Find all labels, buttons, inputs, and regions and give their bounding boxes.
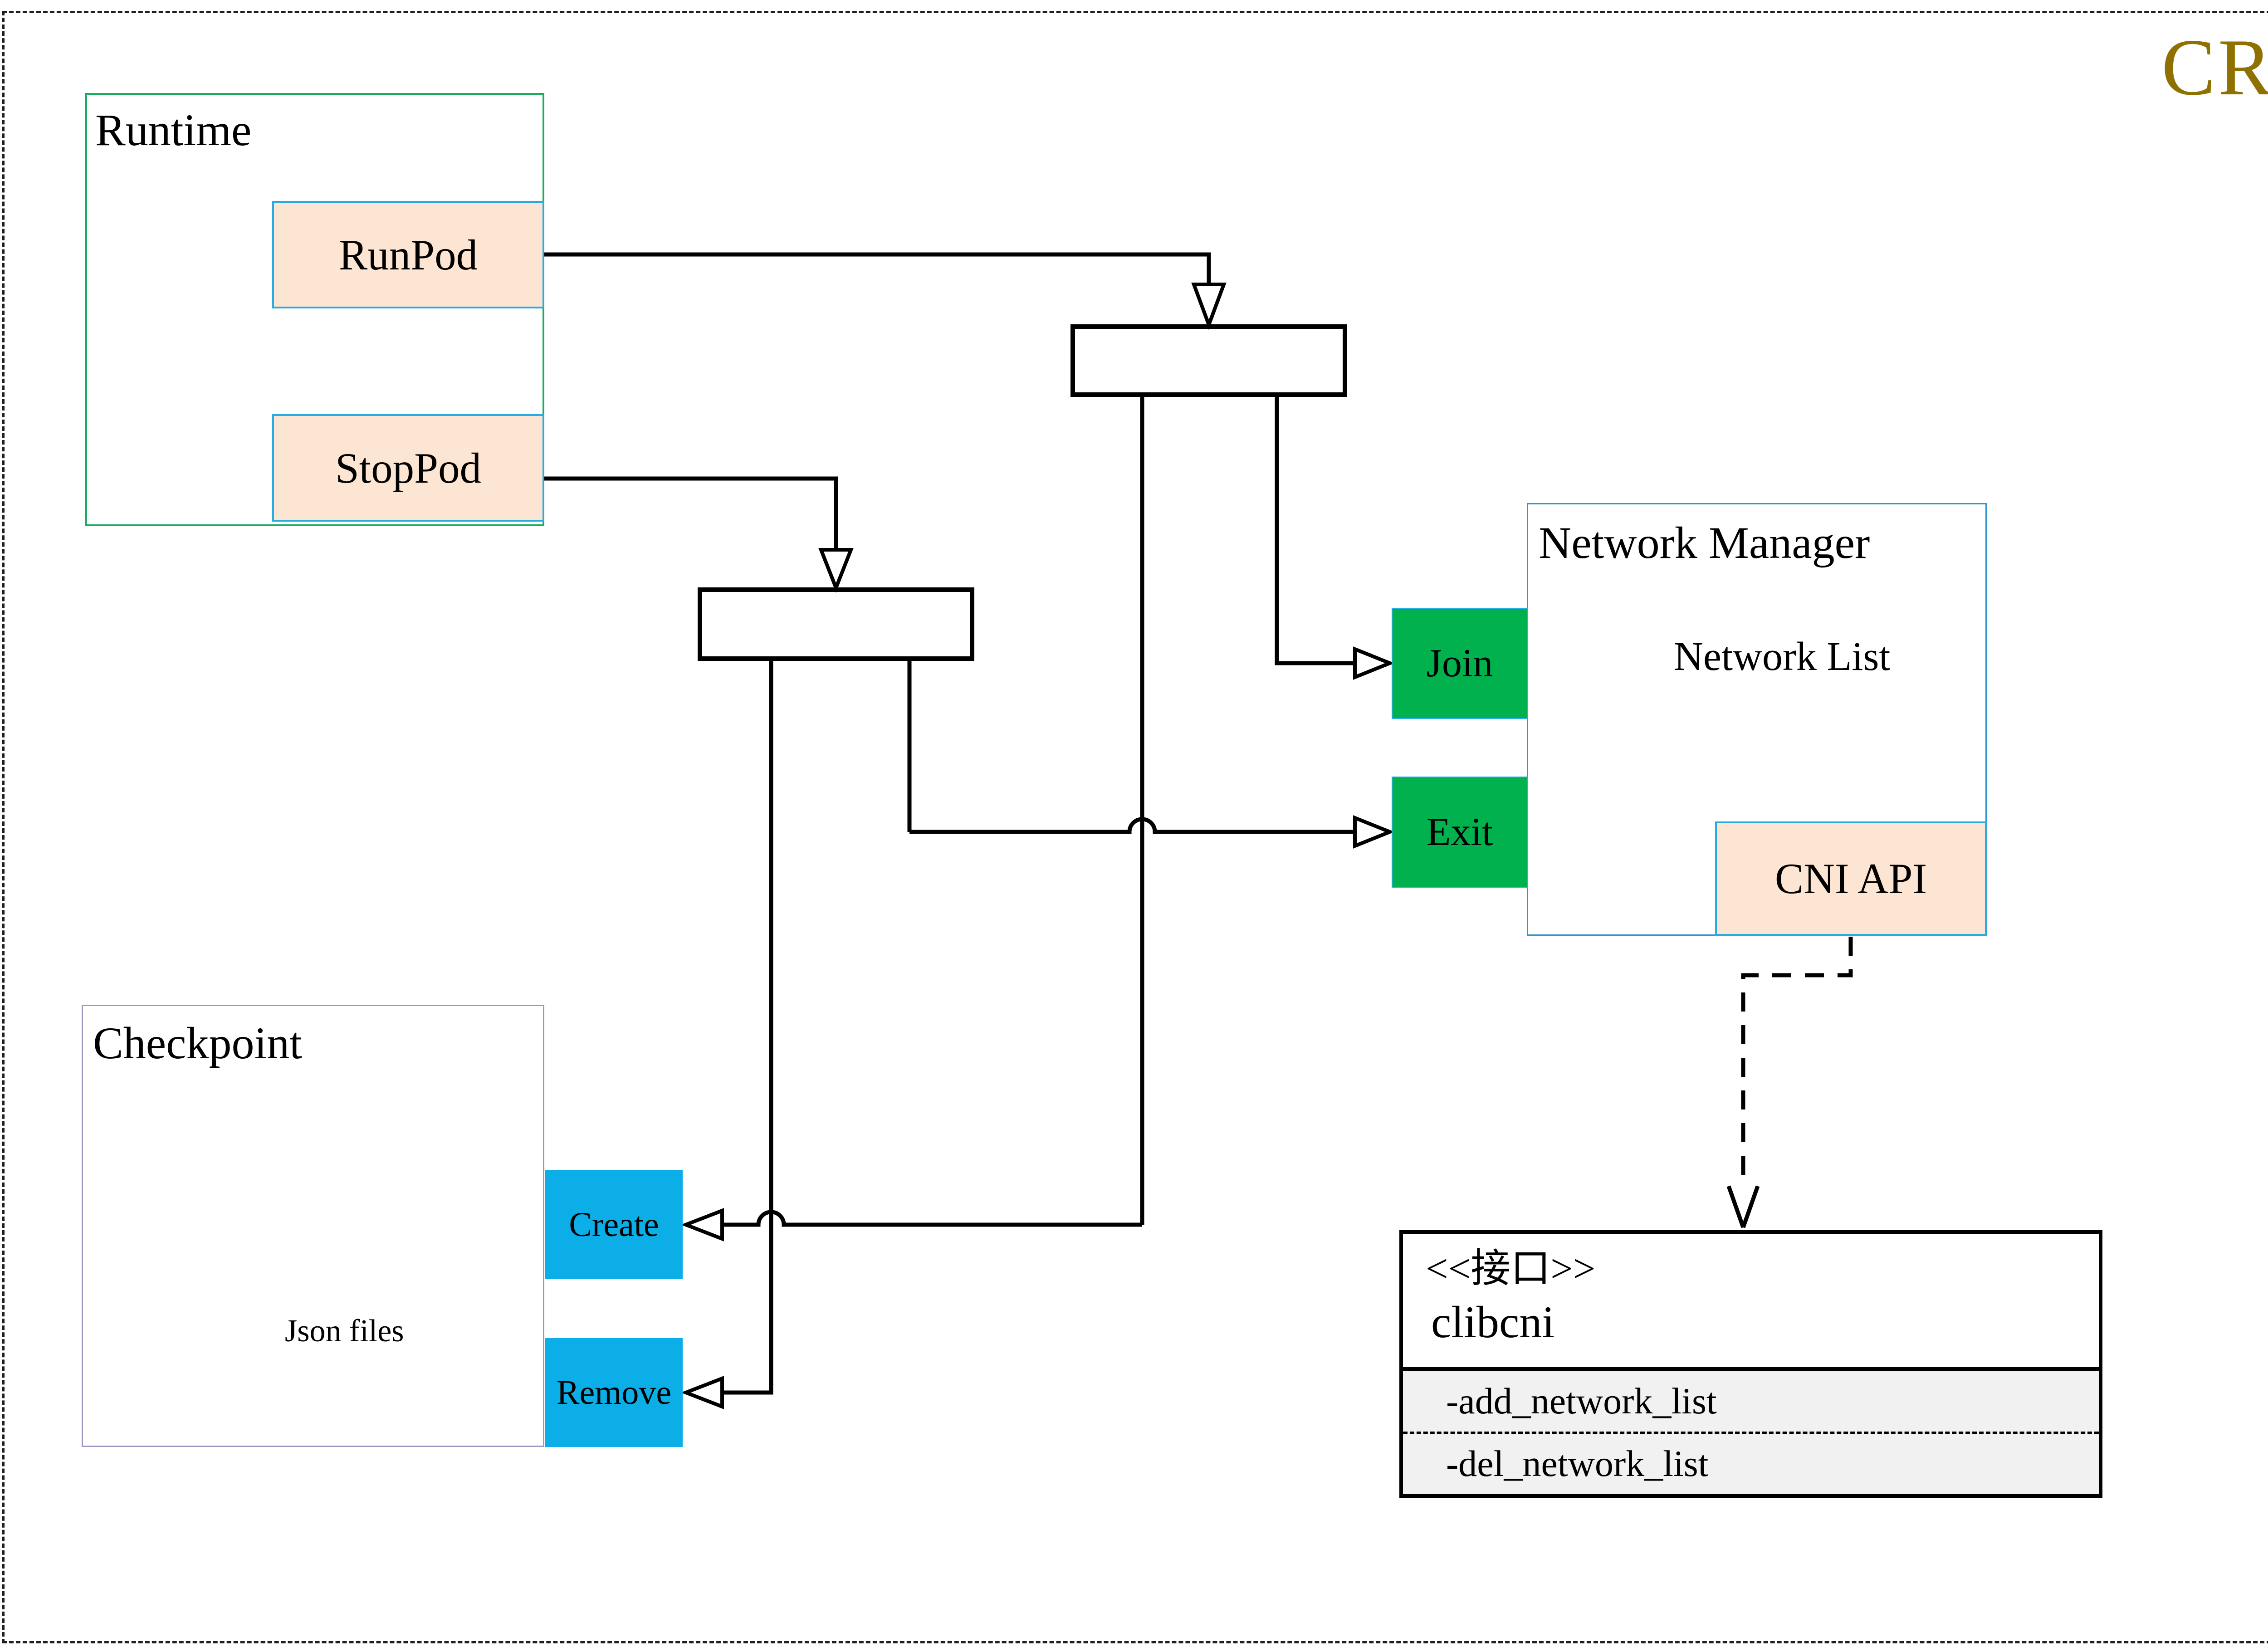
- cni-dependency-dashed-line: [1741, 937, 1853, 1183]
- stoppod-port[interactable]: StopPod: [272, 414, 544, 522]
- network-manager-title: Network Manager: [1539, 518, 1870, 568]
- exit-action[interactable]: Exit: [1392, 777, 1528, 888]
- clibcni-method-add-label: -add_network_list: [1446, 1380, 1717, 1422]
- remove-connector-line: [723, 659, 773, 1395]
- remove-action[interactable]: Remove: [545, 1338, 683, 1447]
- arrowhead-right-into-join: [1353, 646, 1395, 680]
- exit-connector-line: [907, 659, 1354, 834]
- arrowhead-right-into-exit: [1353, 815, 1395, 849]
- arrowhead-open-v-into-clibcni: [1726, 1185, 1760, 1228]
- arrowhead-left-into-remove: [680, 1376, 724, 1409]
- clibcni-method-del: -del_network_list: [1403, 1431, 2099, 1495]
- runtime-title: Runtime: [95, 105, 252, 155]
- checkpoint-container: [82, 1005, 544, 1447]
- json-files-label: Json files: [285, 1314, 404, 1349]
- checkpoint-title: Checkpoint: [93, 1018, 303, 1068]
- join-action[interactable]: Join: [1392, 608, 1528, 719]
- clibcni-method-del-label: -del_network_list: [1446, 1443, 1709, 1485]
- diagram-dashed-border: [2, 11, 2268, 1643]
- clibcni-method-add: -add_network_list: [1403, 1371, 2099, 1432]
- arrowhead-left-into-create: [680, 1208, 724, 1241]
- arrowhead-down-into-rect2: [818, 548, 854, 593]
- join-connector-line: [1275, 395, 1354, 665]
- diagram-title: CRI: [2161, 22, 2268, 112]
- clibcni-interface-box: <<接口>> clibcni -add_network_list -del_ne…: [1399, 1230, 2102, 1498]
- process-rect-runpod: [1070, 324, 1347, 397]
- create-action[interactable]: Create: [545, 1170, 683, 1279]
- process-rect-stoppod: [698, 587, 974, 661]
- clibcni-name: clibcni: [1431, 1297, 1555, 1347]
- clibcni-header: <<接口>> clibcni: [1403, 1234, 2099, 1367]
- clibcni-stereotype: <<接口>>: [1426, 1247, 1596, 1291]
- runpod-port[interactable]: RunPod: [272, 201, 544, 308]
- cni-api-port[interactable]: CNI API: [1715, 821, 1987, 936]
- clibcni-attributes-section: -add_network_list -del_network_list: [1403, 1367, 2099, 1494]
- runtime-container: [85, 93, 544, 526]
- arrowhead-down-into-rect1: [1191, 283, 1227, 330]
- network-list-label: Network List: [1674, 634, 1891, 679]
- stoppod-connector-line: [543, 476, 838, 548]
- runpod-connector-line: [543, 252, 1211, 283]
- create-connector-horizontal: [723, 1210, 1142, 1227]
